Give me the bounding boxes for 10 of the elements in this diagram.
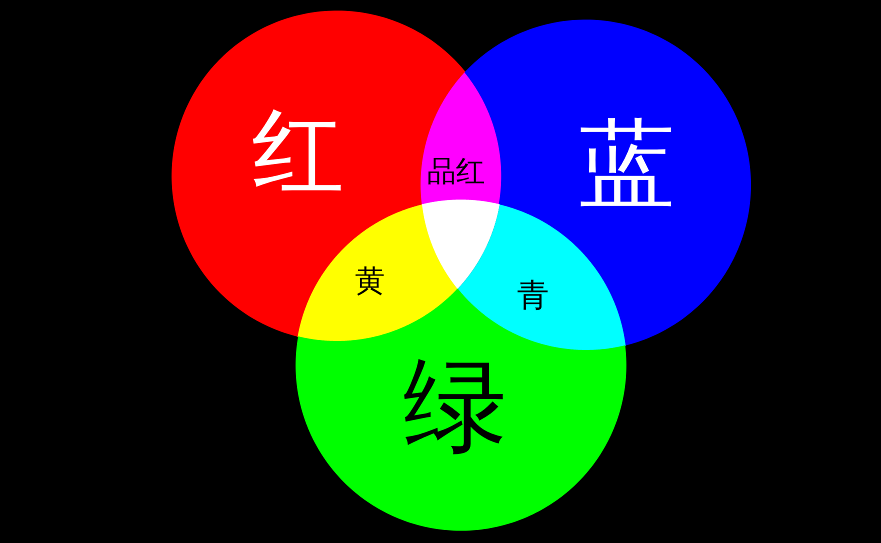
circle-label: 红 bbox=[252, 106, 344, 198]
circle-label: 绿 bbox=[402, 352, 507, 457]
circle-label: 蓝 bbox=[578, 116, 675, 212]
overlap-region bbox=[421, 72, 502, 205]
overlap-label: 黄 bbox=[354, 266, 385, 297]
overlap-region bbox=[298, 204, 458, 341]
overlap-label: 品红 bbox=[426, 157, 485, 186]
overlap-label: 青 bbox=[516, 278, 549, 311]
center-overlap-region bbox=[422, 200, 500, 289]
overlap-region bbox=[458, 204, 625, 350]
